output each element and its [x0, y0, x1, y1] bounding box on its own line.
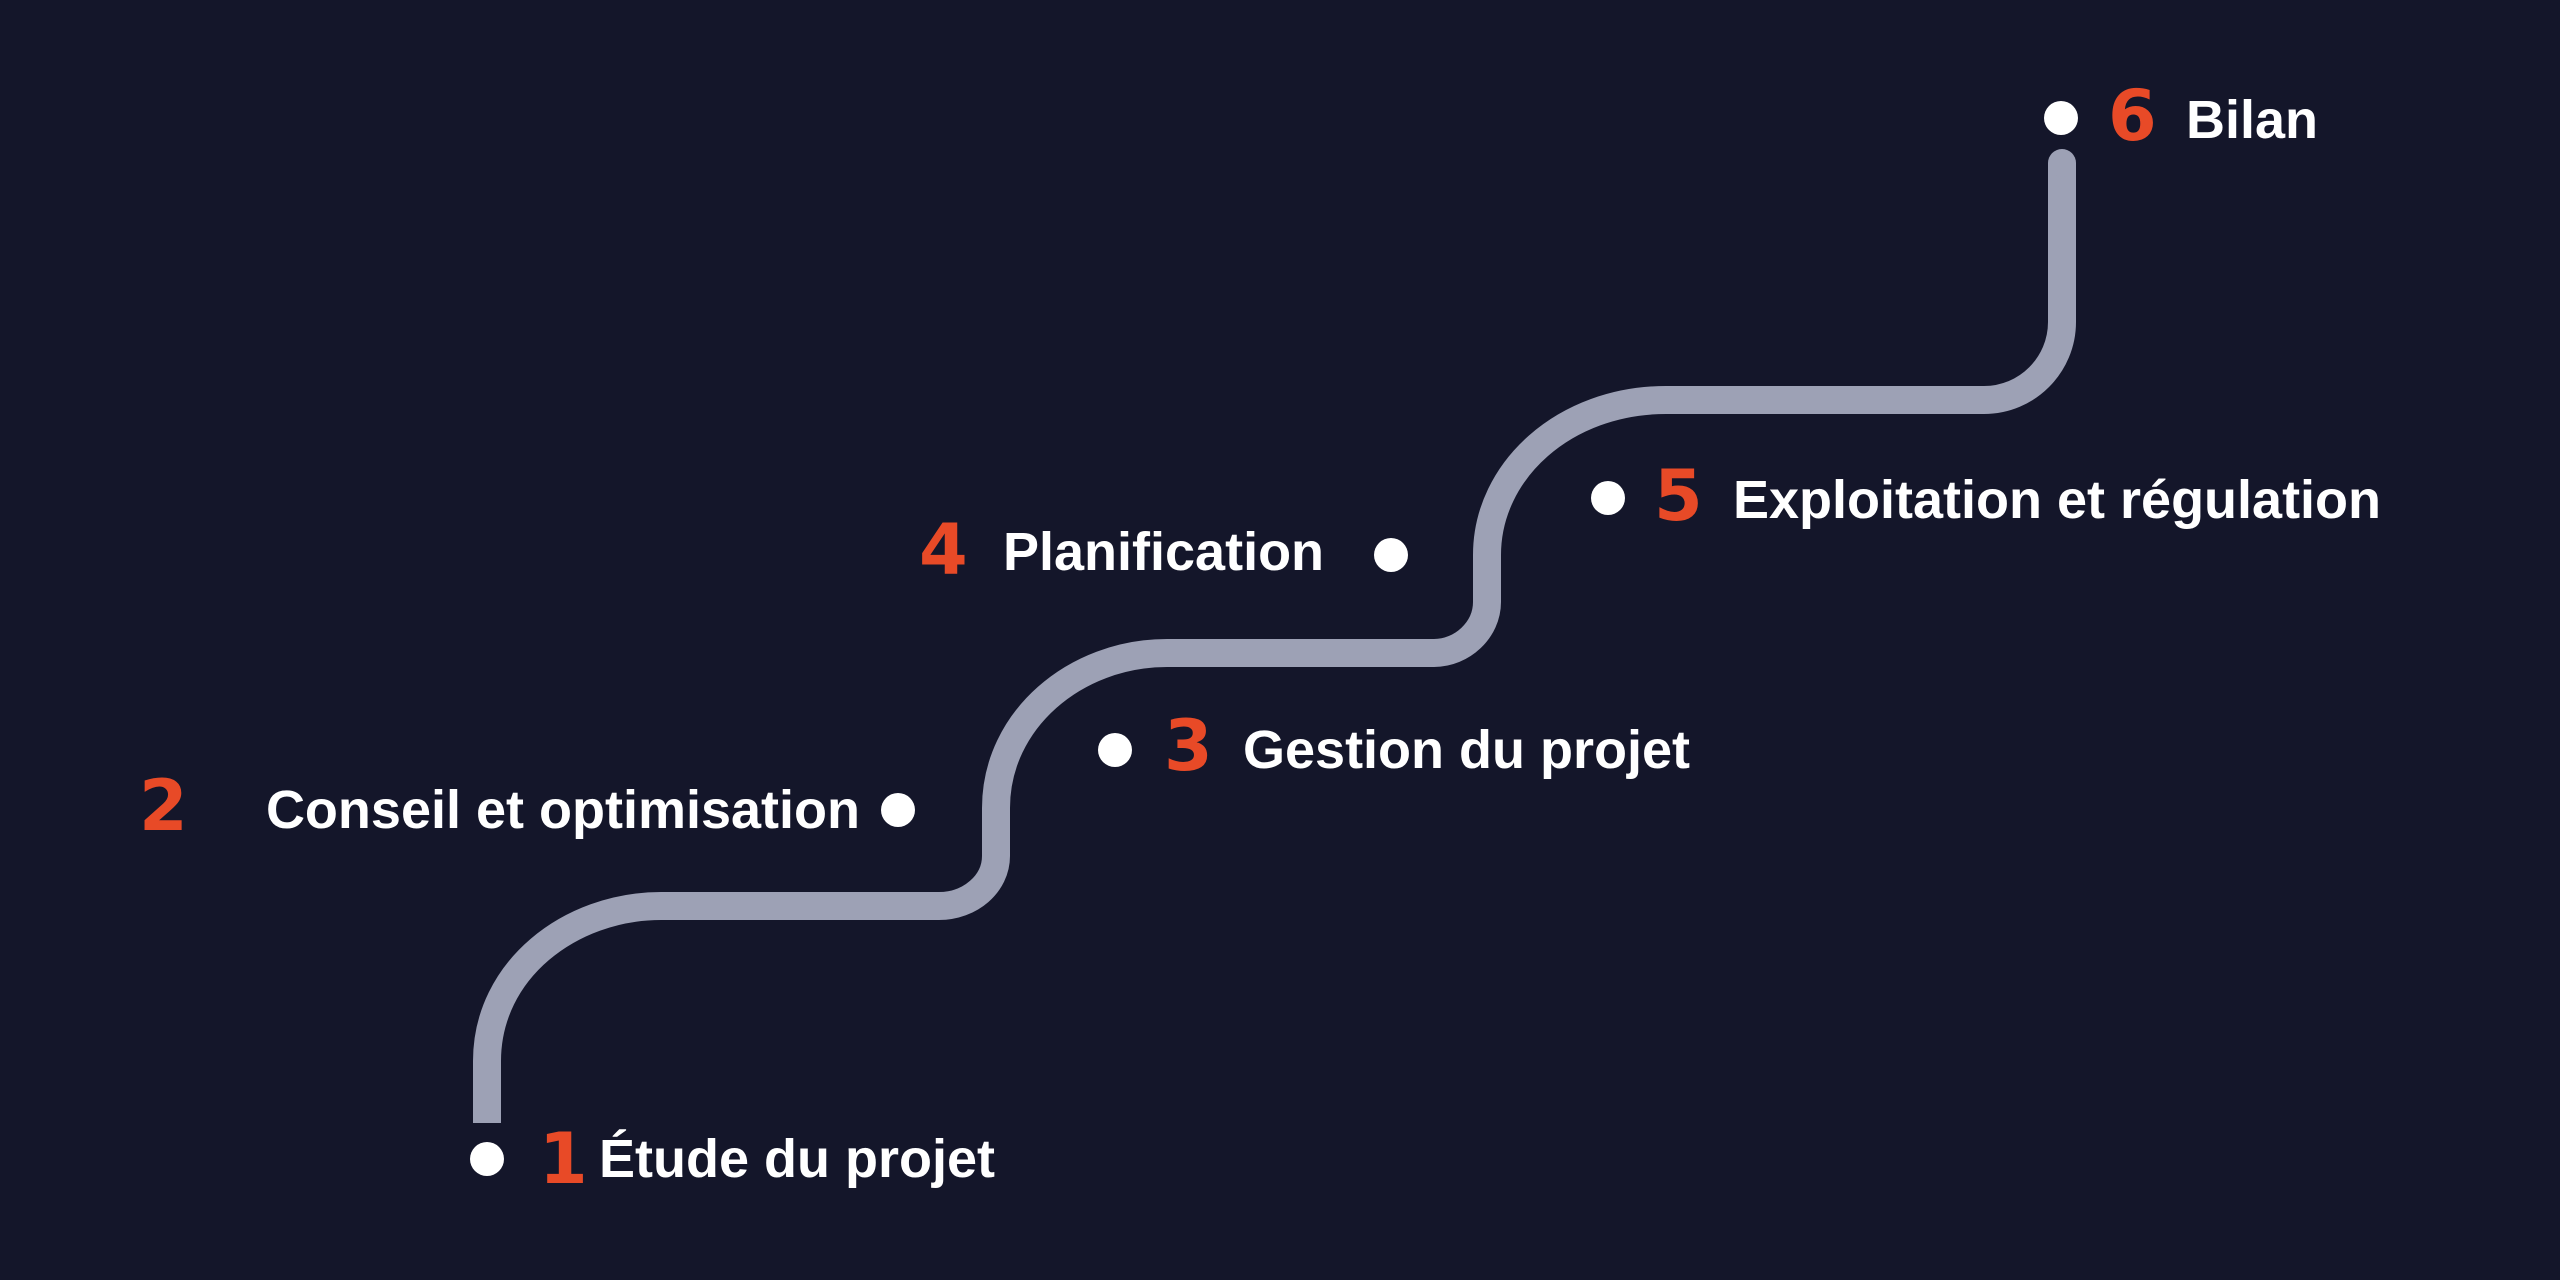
step-5-dot [1591, 481, 1625, 515]
step-3-label: Gestion du projet [1243, 720, 1691, 780]
step-6-number: 6 [2108, 75, 2157, 157]
step-1-number: 1 [539, 1118, 588, 1200]
step-4-dot [1374, 538, 1408, 572]
path-end-cap [2048, 149, 2076, 177]
step-6-label: Bilan [2186, 90, 2319, 150]
step-2-dot [881, 793, 915, 827]
step-4-label: Planification [1003, 522, 1325, 582]
step-1-label: Étude du projet [599, 1129, 995, 1189]
step-4-number: 4 [919, 509, 968, 591]
timeline-line [473, 163, 2076, 1123]
step-5-number: 5 [1654, 455, 1703, 537]
step-2-number: 2 [139, 765, 188, 847]
step-3-number: 3 [1164, 705, 1213, 787]
step-1-dot [470, 1142, 504, 1176]
step-2-label: Conseil et optimisation [265, 780, 860, 840]
step-3-dot [1098, 733, 1132, 767]
step-6-dot [2044, 101, 2078, 135]
step-5-label: Exploitation et régulation [1733, 470, 2382, 530]
